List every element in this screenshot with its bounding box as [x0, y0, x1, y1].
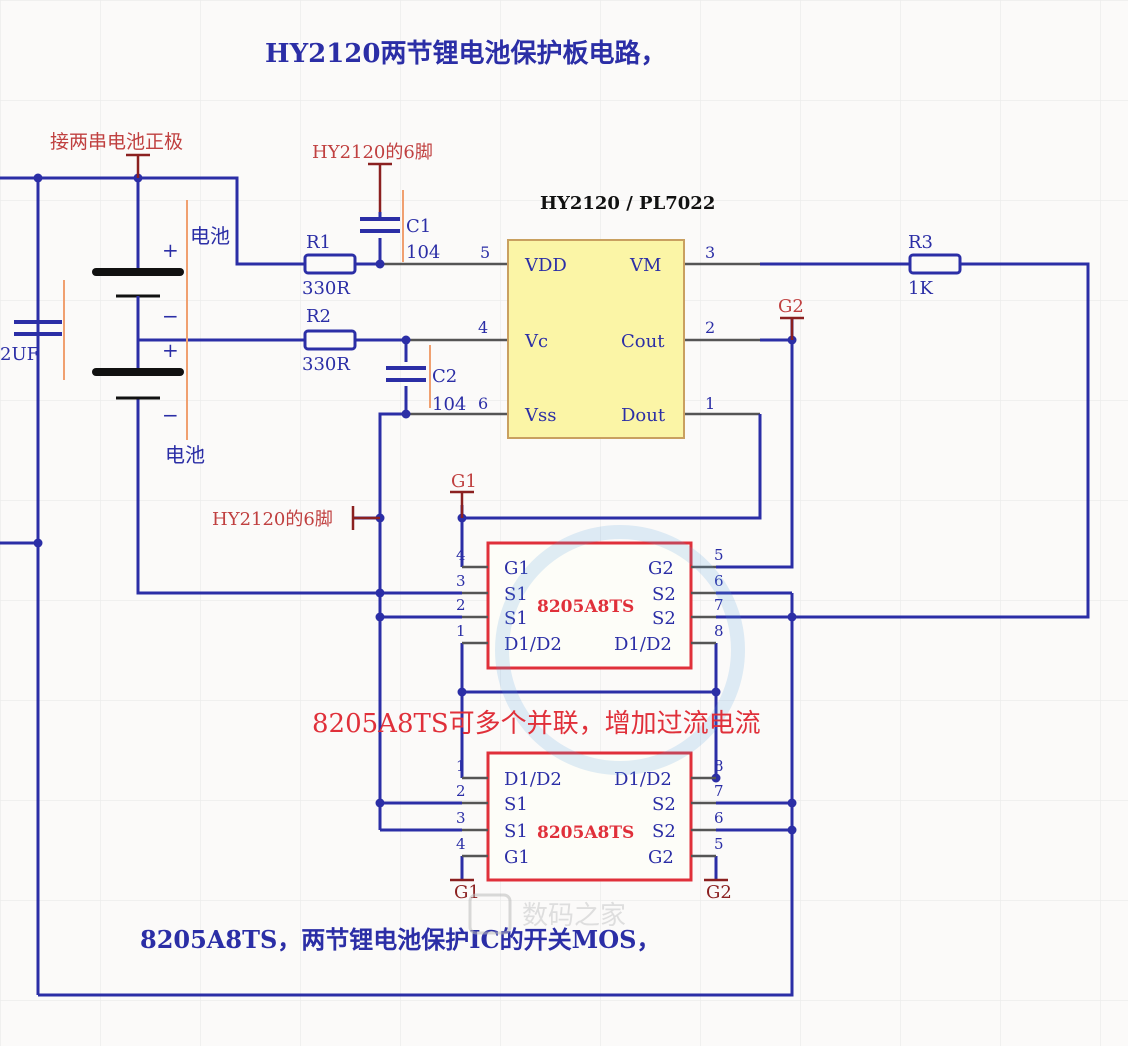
svg-text:1: 1	[456, 757, 466, 775]
svg-text:104: 104	[432, 394, 466, 415]
svg-text:Vss: Vss	[524, 405, 556, 426]
svg-text:6: 6	[714, 572, 724, 590]
left-capacitor: 2UF	[0, 280, 65, 380]
wires	[0, 176, 1090, 997]
resistor-r2: R2 330R	[302, 306, 357, 375]
svg-text:2: 2	[456, 596, 466, 614]
svg-text:VDD: VDD	[524, 255, 567, 276]
parallel-note: 8205A8TS可多个并联，增加过流电流	[312, 709, 761, 739]
svg-text:1K: 1K	[908, 278, 933, 299]
svg-text:Dout: Dout	[621, 405, 666, 426]
svg-text:S2: S2	[652, 608, 676, 629]
g2-bottom-flag: G2	[704, 878, 732, 903]
bottom-note: 8205A8TS，两节锂电池保护IC的开关MOS，	[140, 925, 660, 954]
svg-text:C2: C2	[432, 366, 457, 387]
svg-text:+: +	[162, 238, 179, 262]
svg-text:2UF: 2UF	[0, 344, 39, 365]
capacitor-c2: C2 104	[386, 345, 466, 415]
svg-text:3: 3	[705, 243, 715, 262]
g1-bottom-flag: G1	[450, 878, 480, 903]
battery-positive-flag: 接两串电池正极	[50, 131, 183, 178]
svg-text:R2: R2	[306, 306, 331, 327]
svg-text:G2: G2	[648, 847, 674, 868]
svg-text:S2: S2	[652, 584, 676, 605]
hy2120-pin6-mid-flag: HY2120的6脚	[212, 506, 380, 530]
svg-text:+: +	[162, 338, 179, 362]
hy2120-pin6-top-flag: HY2120的6脚	[312, 142, 433, 212]
svg-text:G2: G2	[778, 296, 804, 317]
svg-text:7: 7	[714, 782, 724, 800]
svg-text:电池: 电池	[190, 224, 230, 248]
svg-text:S2: S2	[652, 794, 676, 815]
resistor-r1: R1 330R	[302, 232, 357, 299]
svg-text:S1: S1	[504, 794, 528, 815]
capacitor-c1: C1 104	[360, 190, 440, 263]
svg-text:8: 8	[714, 757, 724, 775]
svg-text:4: 4	[456, 546, 466, 564]
svg-text:接两串电池正极: 接两串电池正极	[50, 131, 183, 153]
svg-text:−: −	[162, 403, 179, 427]
svg-text:330R: 330R	[302, 354, 350, 375]
svg-text:5: 5	[714, 835, 724, 853]
svg-text:G2: G2	[648, 558, 674, 579]
svg-text:1: 1	[456, 622, 466, 640]
svg-text:C1: C1	[406, 216, 431, 237]
svg-text:S1: S1	[504, 608, 528, 629]
svg-text:1: 1	[705, 394, 715, 413]
mosfet-top-8205a8ts: G1 S1 S1 D1/D2 G2 S2 S2 D1/D2 8205A8TS 4…	[456, 541, 724, 670]
mosfet-bottom-8205a8ts: D1/D2 S1 S1 G1 D1/D2 S2 S2 G2 8205A8TS 1…	[456, 751, 724, 882]
svg-text:−: −	[162, 304, 179, 328]
svg-text:8205A8TS: 8205A8TS	[537, 597, 634, 617]
svg-text:S2: S2	[652, 821, 676, 842]
svg-text:电池: 电池	[165, 443, 205, 467]
svg-text:3: 3	[456, 809, 466, 827]
svg-text:8205A8TS: 8205A8TS	[537, 823, 634, 843]
svg-text:D1/D2: D1/D2	[504, 634, 562, 655]
svg-text:HY2120的6脚: HY2120的6脚	[212, 509, 333, 530]
svg-text:D1/D2: D1/D2	[504, 769, 562, 790]
svg-text:数码之家: 数码之家	[522, 901, 626, 931]
page-title: HY2120两节锂电池保护板电路，	[265, 38, 667, 69]
svg-text:3: 3	[456, 572, 466, 590]
resistor-r3: R3 1K	[908, 232, 962, 299]
svg-text:D1/D2: D1/D2	[614, 769, 672, 790]
svg-text:104: 104	[406, 242, 440, 263]
svg-text:G1: G1	[454, 882, 480, 903]
svg-text:330R: 330R	[302, 278, 350, 299]
svg-text:S1: S1	[504, 584, 528, 605]
ic-title: HY2120 / PL7022	[540, 193, 715, 214]
svg-text:2: 2	[705, 318, 715, 337]
svg-text:S1: S1	[504, 821, 528, 842]
svg-text:D1/D2: D1/D2	[614, 634, 672, 655]
g2-top-flag: G2	[778, 296, 804, 340]
svg-text:G1: G1	[451, 471, 477, 492]
svg-text:4: 4	[478, 318, 488, 337]
svg-text:6: 6	[478, 394, 488, 413]
svg-text:6: 6	[714, 809, 724, 827]
svg-text:G1: G1	[504, 558, 530, 579]
svg-text:8: 8	[714, 622, 724, 640]
battery-symbol: + − + − 电池 电池	[92, 178, 230, 467]
ic-hy2120: HY2120 / PL7022 VDD Vc Vss VM Cout Dout …	[478, 193, 715, 439]
svg-text:5: 5	[714, 546, 724, 564]
svg-text:VM: VM	[629, 255, 661, 276]
svg-text:G2: G2	[706, 882, 732, 903]
svg-text:2: 2	[456, 782, 466, 800]
svg-text:4: 4	[456, 835, 466, 853]
svg-text:Cout: Cout	[621, 331, 665, 352]
watermark: 数码之家	[468, 893, 626, 935]
svg-text:7: 7	[714, 596, 724, 614]
svg-text:G1: G1	[504, 847, 530, 868]
svg-text:Vc: Vc	[524, 331, 548, 352]
svg-text:R3: R3	[908, 232, 933, 253]
g1-top-flag: G1	[450, 471, 477, 518]
junction-dots	[33, 173, 797, 835]
svg-text:HY2120的6脚: HY2120的6脚	[312, 142, 433, 163]
svg-text:5: 5	[480, 243, 490, 262]
svg-text:R1: R1	[306, 232, 331, 253]
watermark-logo	[495, 525, 745, 775]
